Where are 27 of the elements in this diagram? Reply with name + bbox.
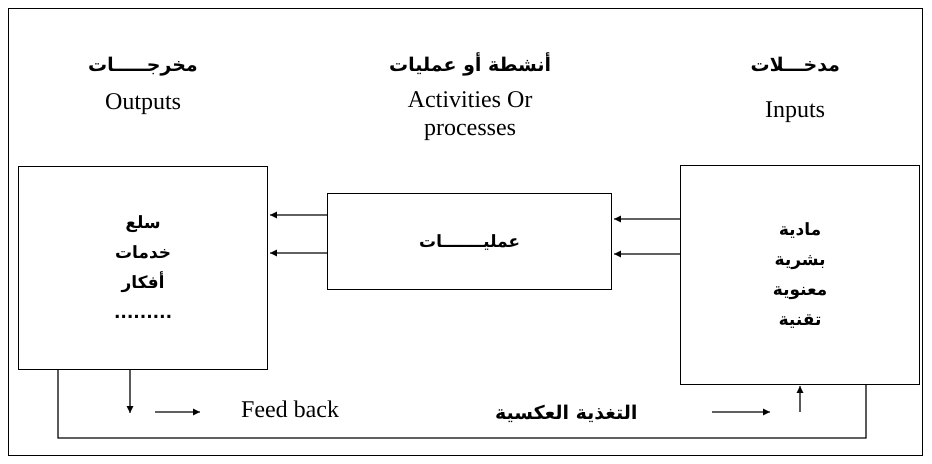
node-text: سلع <box>124 212 162 235</box>
node-text: أفكار <box>120 270 166 295</box>
node-text: بشرية <box>774 249 826 272</box>
node-text: خدمات <box>114 242 172 265</box>
column-heading: التغذية العكسية <box>495 401 638 426</box>
node-text: عمليـــــــات <box>418 230 522 254</box>
arrow <box>270 212 327 218</box>
process-box <box>327 193 612 290</box>
column-heading: مدخـــلات <box>750 53 840 78</box>
heading-text: Outputs <box>105 88 182 116</box>
node-text: مادية <box>778 219 822 242</box>
arrow <box>270 250 327 256</box>
heading-text: Inputs <box>765 96 825 124</box>
node-text: ......... <box>112 302 174 325</box>
arrow <box>126 370 134 413</box>
arrow <box>614 250 680 258</box>
arrow <box>796 386 804 412</box>
process-box <box>18 166 268 370</box>
process-box <box>680 165 920 385</box>
arrow <box>614 216 680 222</box>
heading-text: Feed back <box>241 396 339 424</box>
heading-text: Activities Or processes <box>406 86 534 142</box>
column-heading: أنشطة أو عمليات <box>389 51 552 78</box>
column-heading: مخرجـــــات <box>88 53 198 78</box>
feedback-line <box>57 370 867 439</box>
node-text: تقنية <box>778 309 822 332</box>
node-text: معنوية <box>772 279 828 302</box>
